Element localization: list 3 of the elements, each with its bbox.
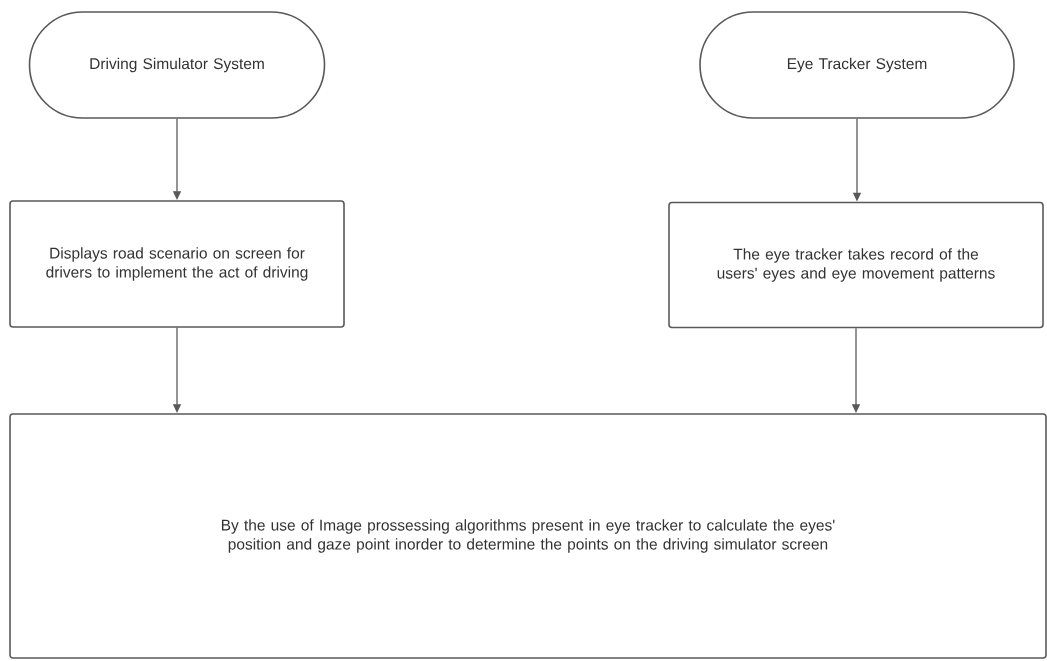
process-box: The eye tracker takes record of the users' eyes and eye movement patterns [668, 201, 1044, 329]
process-box: By the use of Image prossessing algorithms present in eye tracker to calculate the eyes' position and gaze point inorder to determine the points on the driving simulator screen [9, 413, 1047, 659]
process-box: Displays road scenario on screen for drivers to implement the act of driving [9, 200, 345, 328]
